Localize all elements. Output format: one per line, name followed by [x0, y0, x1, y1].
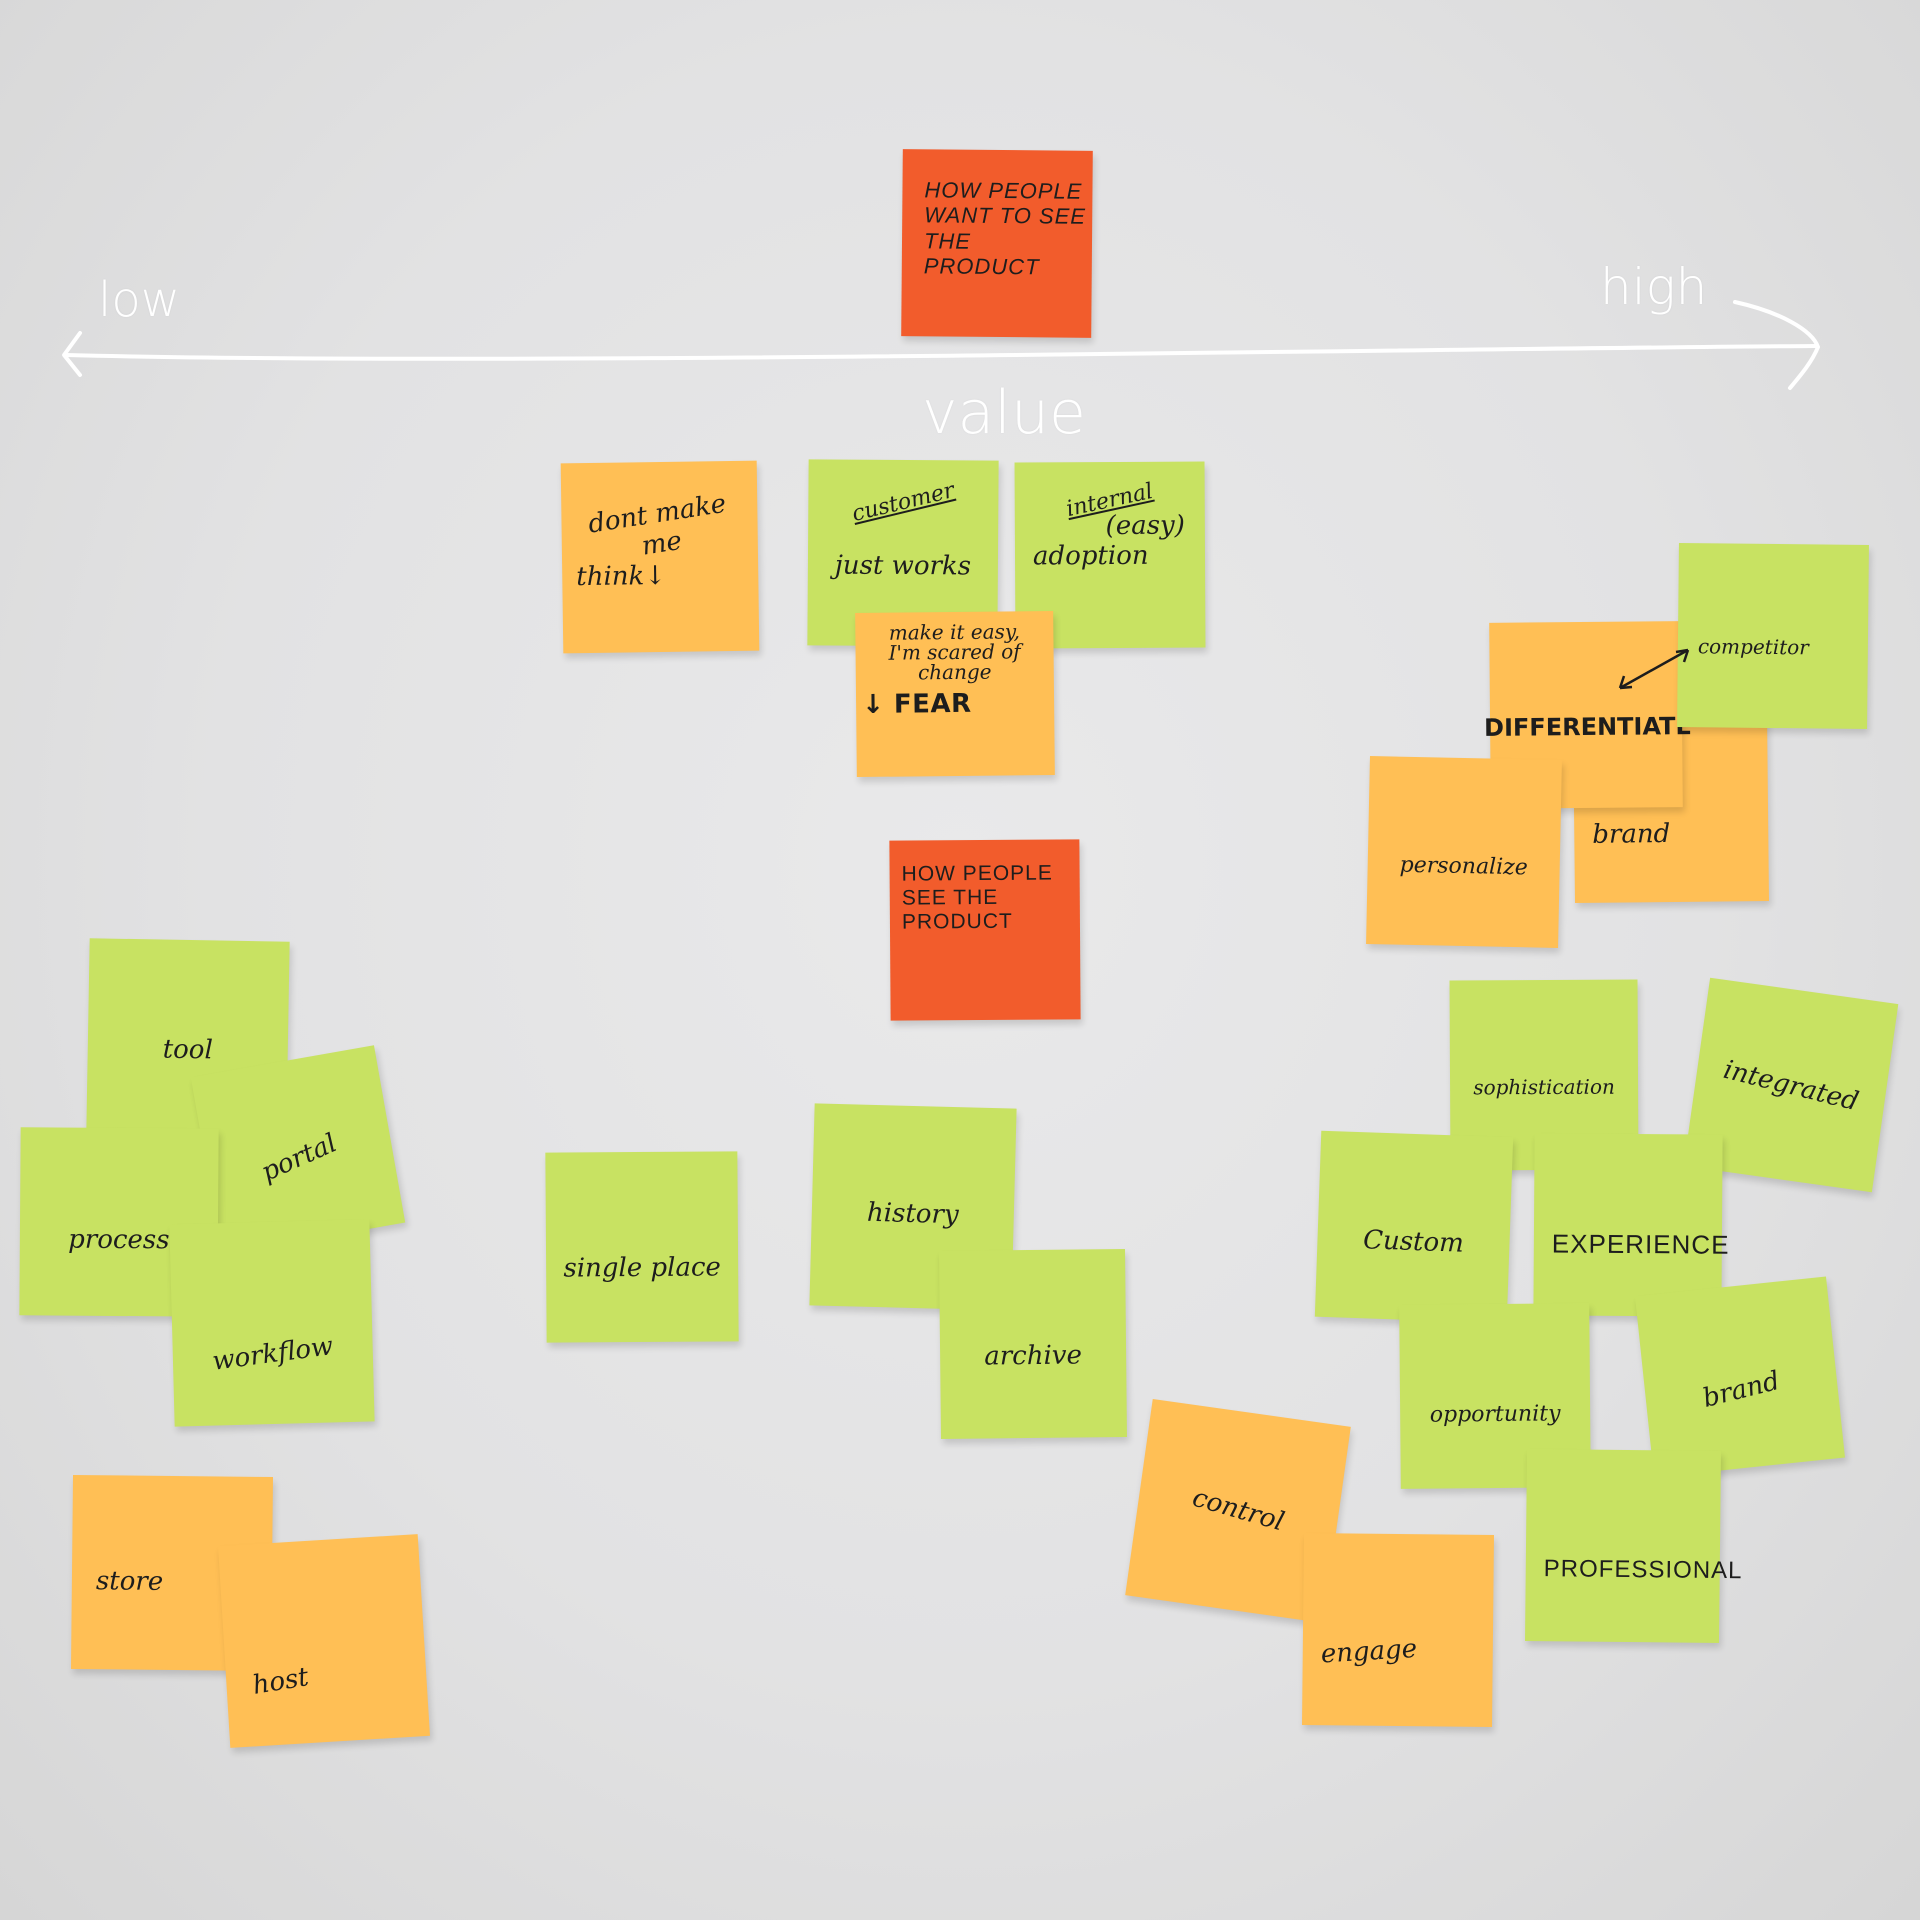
value-axis-arrow [62, 300, 1820, 390]
note-text: tool [162, 1034, 214, 1066]
note-text: customer [849, 478, 957, 527]
note-text: opportunity [1429, 1401, 1561, 1428]
note-how-people-see-product[interactable]: HOW PEOPLE SEE THE PRODUCT [889, 839, 1081, 1021]
note-text: personalize [1399, 852, 1529, 881]
note-text: workflow [210, 1331, 335, 1377]
note-text: EXPERIENCE [1551, 1228, 1730, 1260]
note-engage[interactable]: engage [1301, 1533, 1495, 1727]
axis-low-label: low [98, 272, 180, 328]
note-text: single place [563, 1252, 721, 1284]
note-brand-green[interactable]: brand [1635, 1276, 1845, 1478]
note-text: host [250, 1662, 311, 1701]
note-text: sophistication [1473, 1074, 1615, 1100]
note-text: Custom [1362, 1225, 1465, 1259]
note-experience[interactable]: EXPERIENCE [1533, 1133, 1730, 1317]
axis-value-label: value [922, 378, 1086, 448]
axis-high-label: high [1600, 258, 1708, 316]
note-text: just works [834, 550, 972, 582]
note-personalize[interactable]: personalize [1366, 756, 1562, 948]
note-host[interactable]: host [218, 1534, 430, 1748]
note-text: ↓ FEAR [861, 688, 972, 720]
note-text: PROFESSIONAL [1543, 1555, 1743, 1585]
note-competitor[interactable]: competitor [1677, 543, 1869, 729]
double-arrow-icon [1618, 648, 1690, 690]
note-dont-make-me-think[interactable]: dont make me think↓ [560, 460, 760, 654]
note-text: HOW PEOPLE WANT TO SEE THE PRODUCT [923, 177, 1087, 280]
note-how-people-want-to-see[interactable]: HOW PEOPLE WANT TO SEE THE PRODUCT [901, 149, 1093, 338]
note-text: adoption [1032, 540, 1149, 572]
note-text: (easy) [1105, 510, 1185, 542]
note-professional[interactable]: PROFESSIONAL [1525, 1448, 1743, 1644]
note-text: brand [1592, 819, 1671, 850]
note-text: DIFFERENTIATE [1483, 712, 1693, 742]
note-fear[interactable]: make it easy, I'm scared of change ↓ FEA… [855, 610, 1055, 778]
note-archive[interactable]: archive [939, 1249, 1127, 1439]
note-text: engage [1319, 1633, 1418, 1670]
note-text: make it easy, I'm scared of change [888, 619, 1021, 685]
note-single-place[interactable]: single place [545, 1151, 739, 1343]
note-workflow[interactable]: workflow [169, 1219, 375, 1427]
note-text: integrated [1720, 1054, 1862, 1118]
note-custom[interactable]: Custom [1314, 1130, 1514, 1324]
note-text: HOW PEOPLE SEE THE PRODUCT [901, 861, 1053, 934]
note-text: archive [984, 1340, 1083, 1372]
note-text: history [866, 1197, 960, 1231]
note-text: think↓ [576, 560, 667, 593]
note-text: brand [1699, 1365, 1783, 1414]
note-text: portal [256, 1128, 342, 1188]
